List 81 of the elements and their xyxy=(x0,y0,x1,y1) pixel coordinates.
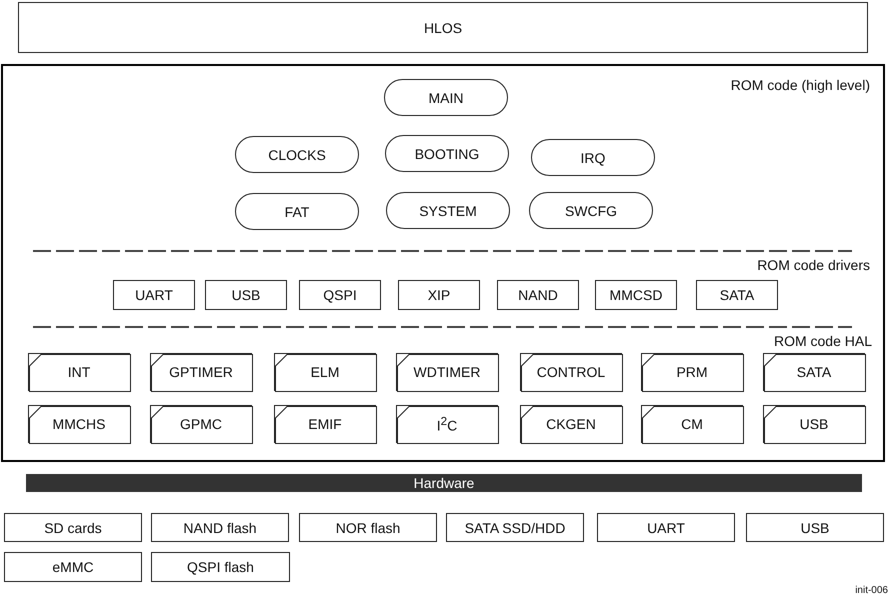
module-label: CKGEN xyxy=(546,417,596,431)
module-label: FAT xyxy=(284,204,310,218)
hardware-bar xyxy=(26,474,862,492)
hal-module-box xyxy=(274,405,376,443)
layer-label: ROM code drivers xyxy=(756,257,870,273)
module-label: EMIF xyxy=(308,417,342,431)
module-pill xyxy=(386,192,510,229)
module-box xyxy=(746,513,884,542)
hal-module-box xyxy=(763,353,865,391)
module-label: IRQ xyxy=(580,150,606,164)
module-box xyxy=(113,280,195,310)
module-label: NOR flash xyxy=(336,520,400,534)
module-label: XIP xyxy=(428,288,450,302)
module-box xyxy=(299,513,437,542)
module-label: SYSTEM xyxy=(419,204,477,218)
module-pill xyxy=(529,192,653,229)
module-label: HLOS xyxy=(424,20,462,34)
module-box xyxy=(151,552,290,582)
module-label: eMMC xyxy=(52,560,94,574)
module-label: USB xyxy=(800,520,830,534)
module-label: BOOTING xyxy=(414,146,480,160)
module-pill xyxy=(385,135,509,172)
hal-module-box xyxy=(641,405,743,443)
module-label: CONTROL xyxy=(536,365,606,379)
module-pill xyxy=(384,79,508,116)
module-pill xyxy=(531,139,655,176)
module-label: SATA xyxy=(720,288,754,302)
module-pill xyxy=(235,193,359,230)
module-label: Hardware xyxy=(414,476,474,490)
module-label: PRM xyxy=(676,365,708,379)
module-label: ELM xyxy=(310,365,340,379)
hal-module-box xyxy=(763,405,865,443)
module-pill xyxy=(235,136,359,173)
module-label: NAND flash xyxy=(183,520,257,534)
hal-module-box xyxy=(28,405,130,443)
module-label: SD cards xyxy=(44,520,102,534)
module-label: GPMC xyxy=(180,417,222,431)
hal-module-box xyxy=(150,353,252,391)
panel-title: ROM code (high level) xyxy=(730,77,870,93)
hal-module-box xyxy=(28,353,130,391)
hal-module-box xyxy=(274,353,376,391)
module-label: QSPI flash xyxy=(187,560,254,574)
module-box xyxy=(4,552,142,582)
module-label: NAND xyxy=(518,288,558,302)
module-label: INT xyxy=(68,365,90,379)
module-label: SATA SSD/HDD xyxy=(464,520,566,534)
module-box xyxy=(597,513,735,542)
module-box xyxy=(595,280,677,310)
module-label: CLOCKS xyxy=(268,148,326,162)
module-box xyxy=(205,280,287,310)
module-label: QSPI xyxy=(323,288,357,302)
figure-id: init-006 xyxy=(854,585,888,596)
module-label: UART xyxy=(647,520,685,534)
module-box xyxy=(4,513,142,542)
hal-module-box xyxy=(396,353,498,391)
module-label: CM xyxy=(681,417,703,431)
module-label: I$^{2}$C xyxy=(436,416,458,432)
module-box xyxy=(18,2,868,53)
module-box xyxy=(446,513,584,542)
module-box xyxy=(696,280,778,310)
module-label: MMCHS xyxy=(52,417,106,431)
module-box xyxy=(299,280,381,310)
hal-module-box xyxy=(150,405,252,443)
module-label: SWCFG xyxy=(564,204,618,218)
module-label: GPTIMER xyxy=(169,365,233,379)
module-box xyxy=(497,280,579,310)
module-label: MMCSD xyxy=(610,288,662,302)
hal-module-box xyxy=(641,353,743,391)
module-label: UART xyxy=(135,288,173,302)
hal-module-box xyxy=(520,405,622,443)
module-label: USB xyxy=(232,288,260,302)
module-label: USB xyxy=(800,417,828,431)
rom-code-panel xyxy=(1,64,885,462)
layer-label: ROM code HAL xyxy=(772,333,872,349)
module-label: MAIN xyxy=(428,90,464,104)
module-box xyxy=(398,280,480,310)
module-label: SATA xyxy=(796,365,832,379)
module-box xyxy=(151,513,289,542)
hal-module-box xyxy=(520,353,622,391)
hal-module-box xyxy=(396,405,498,443)
module-label: WDTIMER xyxy=(414,365,480,379)
